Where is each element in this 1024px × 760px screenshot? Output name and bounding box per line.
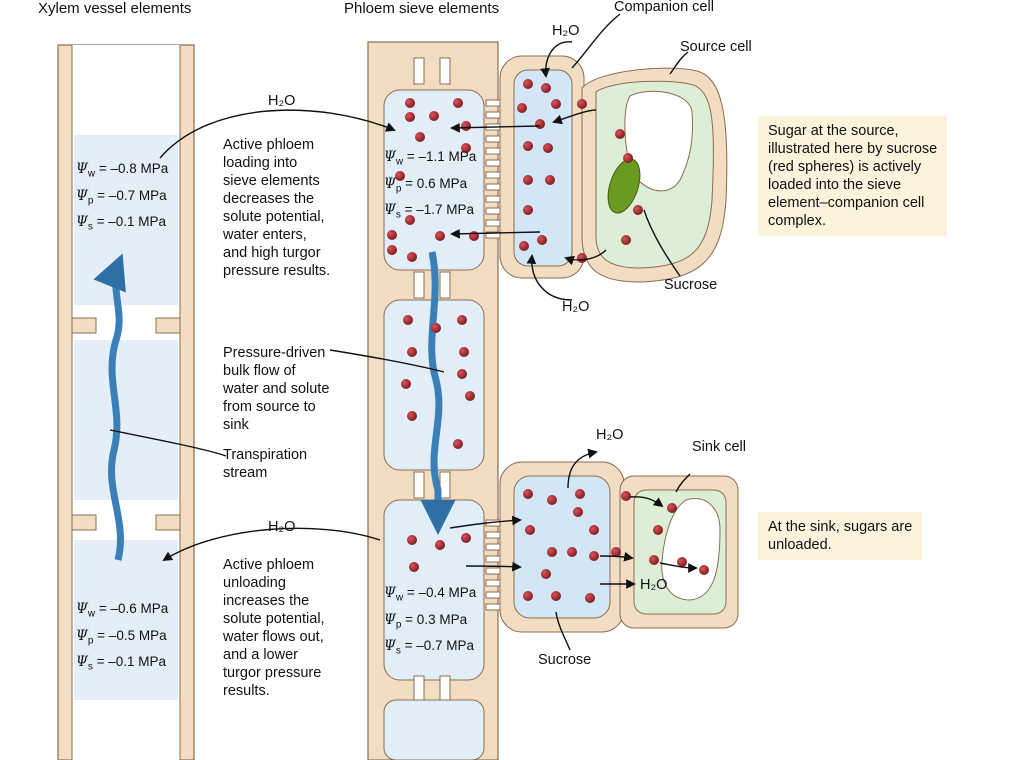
sink-cell bbox=[619, 475, 739, 629]
source-cell-label: Source cell bbox=[680, 39, 752, 55]
companion-cell-label: Companion cell bbox=[614, 0, 714, 15]
water-label-companion-in: H₂O bbox=[552, 23, 580, 39]
bulk-flow-arrow bbox=[420, 251, 456, 535]
xylem-header: Xylem vessel elements bbox=[38, 0, 192, 17]
sink-cell-label: Sink cell bbox=[692, 439, 746, 455]
phloem-top-potentials: Ψw = –1.1 MPa Ψp = 0.6 MPa Ψs = –1.7 MPa bbox=[384, 149, 477, 222]
phloem-bottom-potentials: Ψw = –0.4 MPa Ψp = 0.3 MPa Ψs = –0.7 MPa bbox=[384, 585, 477, 658]
water-label-loading: H₂O bbox=[268, 93, 296, 109]
source-note: Sugar at the source,illustrated here by … bbox=[758, 116, 948, 236]
transpiration-stream-arrow bbox=[93, 253, 126, 561]
water-and-sugar-arrows bbox=[109, 13, 698, 651]
water-label-companion-out: H₂O bbox=[562, 299, 590, 315]
water-label-unloading: H₂O bbox=[268, 519, 296, 535]
sink-companion-cell bbox=[499, 461, 625, 633]
phloem-header: Phloem sieve elements bbox=[344, 0, 500, 17]
sucrose-label-source: Sucrose bbox=[664, 277, 718, 293]
sucrose-label-sink: Sucrose bbox=[538, 652, 592, 668]
water-label-sink-up: H₂O bbox=[596, 427, 624, 443]
phloem-sieve-tube bbox=[367, 41, 499, 760]
xylem-vessel bbox=[57, 44, 195, 760]
xylem-top-potentials: Ψw = –0.8 MPa Ψp = –0.7 MPa Ψs = –0.1 MP… bbox=[76, 161, 169, 234]
xylem-bottom-potentials: Ψw = –0.6 MPa Ψp = –0.5 MPa Ψs = –0.1 MP… bbox=[76, 601, 169, 674]
source-cell bbox=[581, 67, 728, 283]
water-label-sink-cell: H₂O bbox=[640, 577, 668, 593]
